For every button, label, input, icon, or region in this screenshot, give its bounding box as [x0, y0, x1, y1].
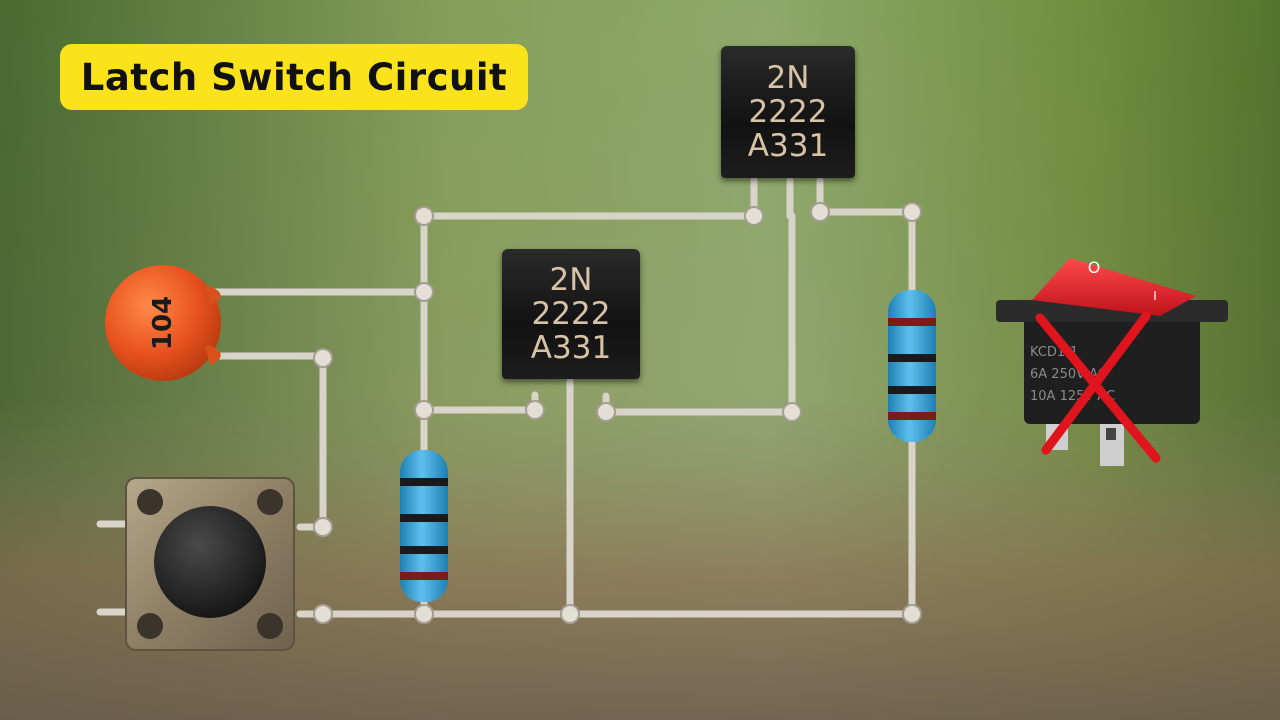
- transistor-marking-3: A331: [530, 330, 612, 366]
- transistor-marking-2: 2222: [748, 94, 828, 130]
- transistor-top: 2N 2222 A331: [721, 46, 855, 178]
- rocker-on-symbol: O: [1088, 258, 1101, 277]
- joint: [414, 282, 434, 302]
- ceramic-capacitor: 104: [105, 265, 226, 381]
- joint: [414, 400, 434, 420]
- joint: [313, 517, 333, 537]
- wire-capacitor-to-button: [218, 352, 327, 531]
- transistor-marking-3: A331: [747, 128, 829, 164]
- rocker-switch: O I KCD1-1 6A 250V AC 10A 125V AC: [996, 258, 1228, 466]
- push-button-cap: [154, 506, 266, 618]
- joint: [414, 206, 434, 226]
- rocker-off-symbol: I: [1153, 289, 1157, 303]
- solder-joints: [313, 202, 922, 624]
- transistor-marking-2: 2222: [531, 296, 611, 332]
- page-title: Latch Switch Circuit: [80, 55, 508, 99]
- transistor-middle: 2N 2222 A331: [502, 249, 640, 379]
- joint: [902, 604, 922, 624]
- joint: [560, 604, 580, 624]
- joint: [313, 604, 333, 624]
- joint: [525, 400, 545, 420]
- joint: [810, 202, 830, 222]
- transistor-marking-1: 2N: [549, 262, 593, 298]
- joint: [782, 402, 802, 422]
- joint: [313, 348, 333, 368]
- joint: [414, 604, 434, 624]
- joint: [902, 202, 922, 222]
- transistor-marking-1: 2N: [766, 60, 810, 96]
- joint: [744, 206, 764, 226]
- resistor-left: [400, 450, 448, 602]
- title-badge: Latch Switch Circuit: [60, 44, 528, 110]
- resistor-right: [888, 290, 936, 442]
- tactile-push-button: [125, 477, 295, 651]
- capacitor-label: 104: [148, 296, 178, 350]
- cross-mark-icon: [1035, 311, 1161, 463]
- joint: [596, 402, 616, 422]
